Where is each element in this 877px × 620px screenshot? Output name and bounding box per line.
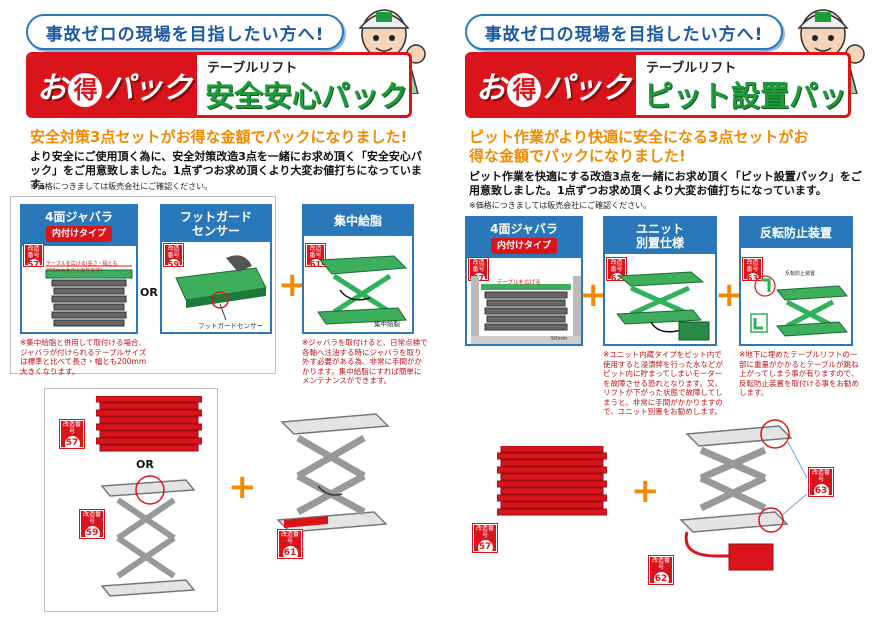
card-title: ユニット 別置仕様 xyxy=(605,218,715,254)
hero-circle-char: 得 xyxy=(68,73,102,107)
hero-circle-char: 得 xyxy=(507,73,541,107)
hero-suffix: パック xyxy=(104,71,192,106)
plus-icon: + xyxy=(278,265,307,305)
badge-label: 改造番号 xyxy=(167,245,180,259)
card-caption: ※ユニット内蔵タイプをピット内で使用すると浸漬弊を行った水などがピット内に貯まっ… xyxy=(603,350,723,416)
foot-guard-illustration-icon xyxy=(175,255,267,321)
pit-bellows-illustration-icon xyxy=(471,276,581,344)
anti-flip-illustration-icon xyxy=(750,275,848,337)
badge-number: 57 xyxy=(27,259,40,271)
badge-label: 改造番号 xyxy=(475,525,494,539)
bellows-note: テーブルを広げる(長さ・幅とも200mm大きくなります) xyxy=(46,261,118,274)
badge-label: 改造番号 xyxy=(280,531,299,545)
badge-label: 改造番号 xyxy=(472,259,485,273)
hero-subtitle: テーブルリフト xyxy=(207,61,298,76)
foot-guard-label: フットガードセンサー xyxy=(198,322,263,330)
card-caption: ※ジャバラを取付けると、日常点検で各軸へ注油する時にジャバラを取り外す必要がある… xyxy=(302,338,428,385)
badge-number: 61 xyxy=(309,259,322,271)
card-title: 4面ジャバラ 内付けタイプ xyxy=(467,218,581,258)
lift-with-unit-illustration-icon xyxy=(679,419,808,571)
dimension-label: 50mm xyxy=(551,336,568,342)
headline: ピット作業がより快適に安全になる3点セットがお得な金額でパックになりました! xyxy=(469,128,809,165)
price-note: ※価格につきましては販売会社にご確認ください。 xyxy=(469,201,652,210)
badge-number: 59 xyxy=(167,259,180,271)
plus-icon: + xyxy=(228,467,257,507)
lube-label: 集中給脂 xyxy=(374,320,400,328)
hero-title: ピット設置パック xyxy=(644,79,848,113)
badge-number: 62 xyxy=(653,572,669,587)
card-sub-pill: 内付けタイプ xyxy=(490,238,557,254)
card-title: 集中給脂 xyxy=(304,206,412,236)
scissor-lift-illustration-icon xyxy=(317,255,408,325)
hero-pack-label: お得パック xyxy=(29,55,197,115)
badge-number: 57 xyxy=(477,540,493,555)
badge-label: 改造番号 xyxy=(309,245,322,259)
card-caption: ※地下に埋めたテーブルリフトの一部に重量がかかるとテーブルが跳ね上がってしまう事… xyxy=(739,350,859,397)
badge-label: 改造番号 xyxy=(811,469,830,483)
slogan-banner: 事故ゼロの現場を目指したい方へ! xyxy=(465,14,783,50)
card-title-text: 4面ジャバラ xyxy=(490,222,558,236)
red-bellows-illustration-icon xyxy=(96,396,202,452)
badge-label: 改造番号 xyxy=(82,511,101,525)
card-caption: ※集中給脂と併用して取付ける場合、ジャバラが付けられるテーブルサイズは標準と比べ… xyxy=(20,338,147,376)
hero-banner: お得パック テーブルリフト 安全安心パック xyxy=(26,52,412,118)
plus-icon: + xyxy=(715,275,744,315)
anti-flip-label: 反転防止装置 xyxy=(785,271,816,277)
description: より安全にご使用頂く為に、安全対策改造3点を一緒にお求め頂く「安全安心パック」を… xyxy=(30,150,422,191)
badge-number: 61 xyxy=(282,546,298,561)
left-panel: 事故ゼロの現場を目指したい方へ! お得パック テーブルリフト 安全安心パック 安… xyxy=(6,0,434,620)
badge-label: 改造番号 xyxy=(27,245,40,259)
headline: 安全対策3点セットがお得な金額でパックになりました! xyxy=(30,128,408,146)
plus-icon: + xyxy=(631,471,660,511)
plus-icon: + xyxy=(579,275,608,315)
or-label: OR xyxy=(140,286,158,299)
badge-number: 59 xyxy=(84,526,100,541)
hero-pack-label: お得パック xyxy=(468,55,636,115)
card-title: フットガード センサー xyxy=(162,206,270,242)
separate-unit-illustration-icon xyxy=(616,271,710,341)
hero-prefix: お xyxy=(476,71,506,106)
badge-label: 改造番号 xyxy=(651,557,670,571)
or-label: OR xyxy=(136,458,154,471)
price-note: ※価格につきましては販売会社にご確認ください。 xyxy=(30,182,213,191)
badge-label: 改造番号 xyxy=(62,421,81,435)
card-title: 4面ジャバラ 内付けタイプ xyxy=(22,206,136,246)
badge-number: 63 xyxy=(813,484,829,499)
badge-label: 改造番号 xyxy=(610,259,623,273)
description: ピット作業を快適にする改造3点を一緒にお求め頂く「ピット設置パック」をご用意致し… xyxy=(469,170,862,197)
hero-suffix: パック xyxy=(543,71,631,106)
card-title-text: 4面ジャバラ xyxy=(45,210,113,224)
hero-prefix: お xyxy=(37,71,67,106)
badge-number: 57 xyxy=(64,436,80,451)
lift-outline-illustration-icon xyxy=(100,475,196,597)
bellows-note: テーブルを広げる xyxy=(497,280,541,286)
card-title: 反転防止装置 xyxy=(741,218,851,248)
badge-label: 改造番号 xyxy=(746,259,759,273)
hero-subtitle: テーブルリフト xyxy=(646,61,737,76)
hero-title: 安全安心パック xyxy=(205,79,409,113)
lift-with-lube-illustration-icon xyxy=(276,413,390,533)
card-sub-pill: 内付けタイプ xyxy=(45,226,112,242)
slogan-banner: 事故ゼロの現場を目指したい方へ! xyxy=(26,14,344,50)
red-bellows-illustration-icon xyxy=(497,446,607,516)
bellows-illustration-icon xyxy=(45,265,133,327)
